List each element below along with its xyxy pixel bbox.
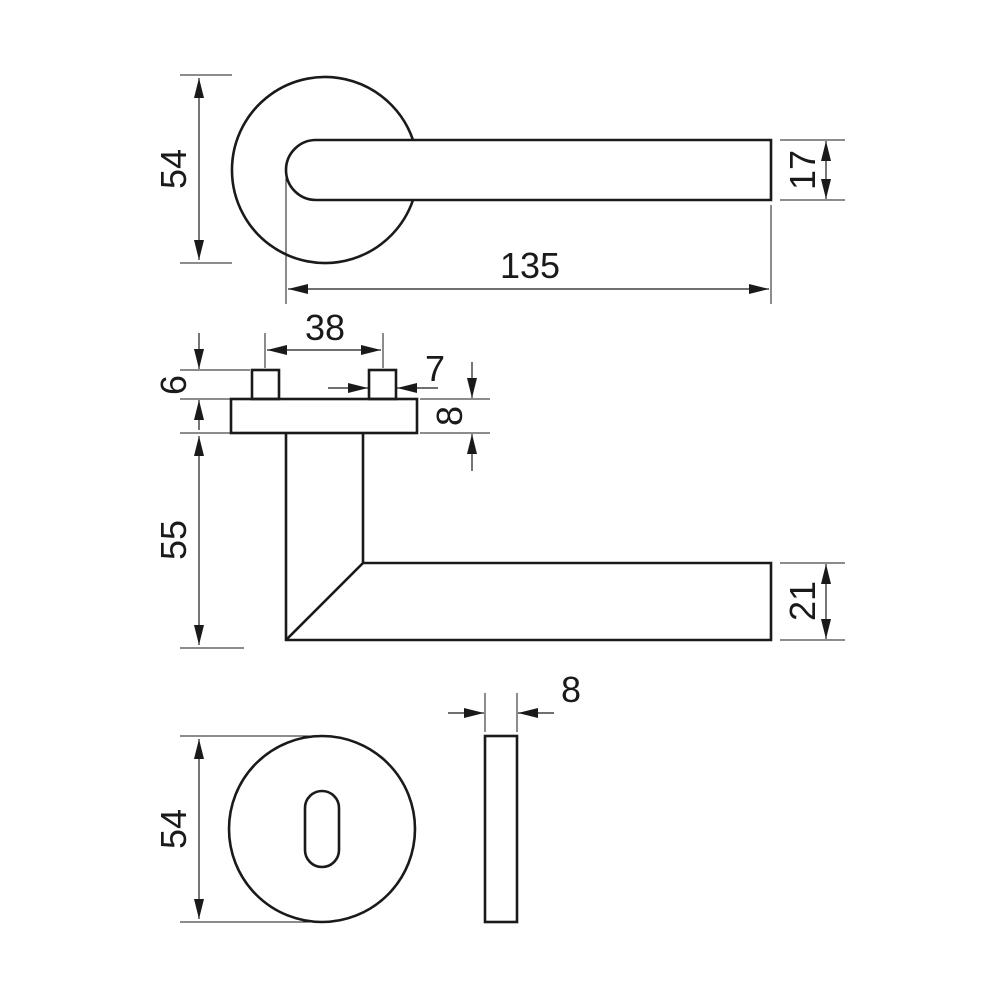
lever-bevel-line [285, 562, 364, 641]
right-pin [367, 368, 398, 401]
pin-height-label: 6 [153, 375, 194, 395]
escutcheon-side-profile [483, 734, 519, 924]
lever-rose-outline [230, 75, 415, 265]
lever-length-label: 135 [500, 245, 560, 286]
rose-thickness-label: 8 [429, 406, 470, 426]
grip-height-label: 21 [782, 581, 823, 621]
lever-top-outline [284, 138, 773, 202]
side-view: 38 7 6 8 55 21 [153, 307, 845, 649]
pin-width-label: 7 [425, 348, 445, 389]
spindle-spacing-label: 38 [305, 307, 345, 348]
lever-projection-label: 55 [153, 520, 194, 560]
side-rose-plate [229, 397, 419, 435]
escutcheon-view: 54 8 [153, 669, 581, 924]
left-pin [250, 368, 281, 401]
lever-thickness-label: 17 [782, 150, 823, 190]
top-view: 54 17 135 [153, 74, 845, 304]
escutcheon-circle [227, 734, 417, 924]
escutcheon-diameter-label: 54 [153, 809, 194, 849]
rose-diameter-label: 54 [153, 149, 194, 189]
lever-side-outline [284, 433, 773, 642]
keyhole-slot [303, 789, 341, 869]
escutcheon-thickness-label: 8 [561, 669, 581, 710]
